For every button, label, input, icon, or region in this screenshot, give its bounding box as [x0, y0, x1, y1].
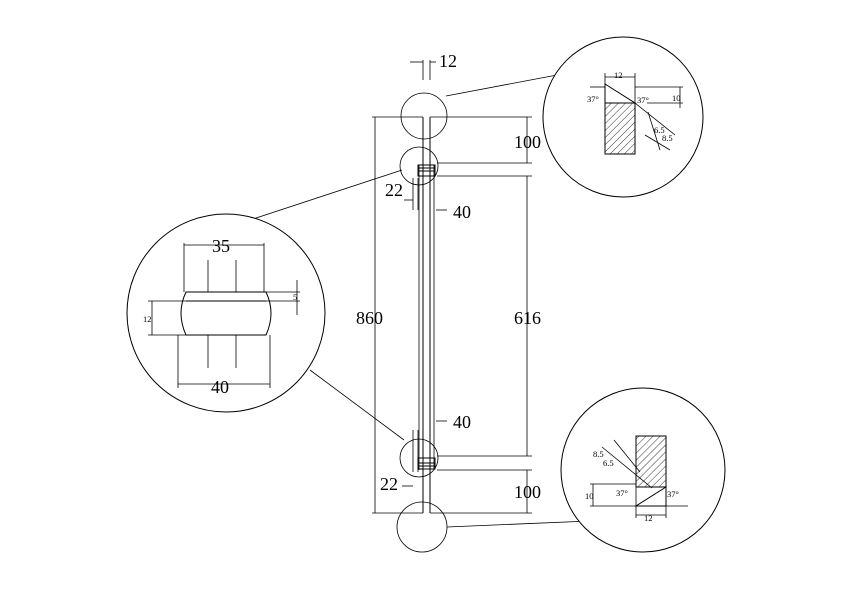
detail-br-width: 12	[644, 513, 653, 523]
dim-top-width-label: 12	[439, 51, 457, 71]
ring-top	[417, 164, 436, 177]
dim-overall-label: 860	[356, 308, 383, 328]
dim-overall: 860	[356, 116, 423, 514]
dim-ring-top-label: 40	[453, 202, 471, 222]
dim-top-segment-label: 100	[514, 132, 541, 152]
callout-circle-ring-top	[399, 146, 439, 186]
detail-top-right: 12 37° 37° 10 6.5 8.5	[542, 36, 704, 198]
detail-br-angle-right: 37°	[667, 489, 679, 499]
detail-br-d2: 8.5	[593, 449, 604, 459]
detail-br-angle-left: 37°	[616, 488, 628, 498]
detail-br-d1: 6.5	[603, 458, 614, 468]
dim-bottom-segment-label: 100	[514, 482, 541, 502]
detail-bottom-right: 8.5 6.5 10 37° 37° 12	[560, 387, 726, 553]
detail-left-lip: 5	[293, 292, 297, 302]
detail-tr-angle-right: 37°	[637, 95, 649, 105]
dim-right: 100 616 100	[430, 116, 541, 514]
dim-ring-bottom: 40 22	[380, 412, 471, 494]
detail-tr-width: 12	[614, 70, 623, 80]
detail-tr-angle-left: 37°	[587, 94, 599, 104]
ring-bottom	[417, 457, 436, 470]
dim-middle-segment-label: 616	[514, 308, 541, 328]
detail-left: 35 12 5 40	[126, 213, 326, 413]
callout-circle-ring-bottom	[399, 438, 439, 478]
detail-left-top-width: 35	[212, 236, 230, 256]
dim-ring-top: 22 40	[385, 178, 471, 222]
dim-ring-bottom-label: 40	[453, 412, 471, 432]
detail-tr-height: 10	[672, 93, 681, 103]
dim-left-gap-bottom-label: 22	[380, 474, 398, 494]
leader-lines	[249, 74, 591, 528]
dim-left-gap-top-label: 22	[385, 180, 403, 200]
detail-br-height: 10	[585, 491, 594, 501]
detail-left-bottom-width: 40	[211, 377, 229, 397]
callout-circle-bottom	[396, 501, 448, 553]
detail-tr-d2: 8.5	[662, 133, 673, 143]
detail-left-height: 12	[143, 314, 152, 324]
dim-top-width: 12	[410, 51, 457, 80]
callout-circle-top	[400, 92, 448, 140]
detail-tr-d1: 6.5	[654, 125, 665, 135]
main-rod	[418, 117, 435, 513]
